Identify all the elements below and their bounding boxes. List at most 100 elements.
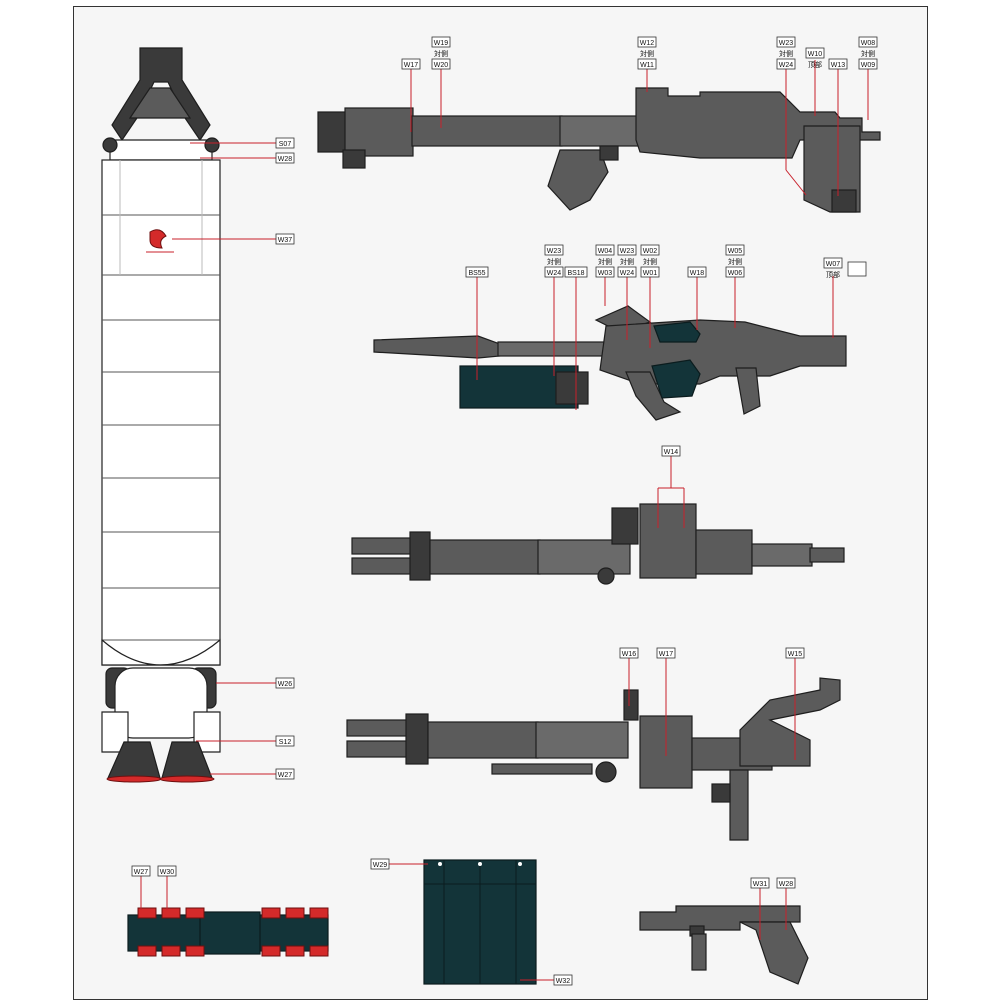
callout-w15: W15: [785, 647, 805, 659]
label-text: W15: [788, 651, 803, 658]
gun4-callouts: W16 W17 W15: [619, 647, 805, 659]
callout-w17: W17: [656, 647, 676, 659]
label-text: W30: [160, 869, 175, 876]
callout-w18: W18: [687, 266, 707, 278]
ammo-belt-leaders: [140, 876, 168, 910]
label-text: 対側: [640, 49, 654, 58]
callout-w23b: W23: [617, 244, 637, 256]
label-text: 対側: [598, 257, 612, 266]
callout-w13: W13: [828, 58, 848, 70]
callout-w09: W09: [858, 58, 878, 70]
callout-w16: W16: [619, 647, 639, 659]
bottom-callouts: W27 W30 W29 W32 W31 W28: [131, 858, 796, 986]
label-text: W16: [622, 651, 637, 658]
callout-w04: W04: [595, 244, 615, 256]
callout-bs18: BS18: [564, 266, 588, 278]
label-text: W04: [598, 248, 613, 255]
label-text: W02: [643, 248, 658, 255]
label-text: W31: [753, 881, 768, 888]
gun-rifle-2: [373, 305, 847, 421]
callout-w37: W37: [275, 233, 295, 245]
callout-w10: W10: [805, 47, 825, 59]
label-text: 顶部: [808, 60, 822, 69]
gun-gatling-2: [346, 677, 841, 841]
callout-w07: W07: [823, 257, 843, 269]
label-text: W19: [434, 40, 449, 47]
callout-w03: W03: [595, 266, 615, 278]
label-text: 対側: [728, 257, 742, 266]
label-text: W24: [620, 270, 635, 277]
label-text: W10: [808, 51, 823, 58]
gun-gatling-1: [351, 503, 845, 585]
label-text: W17: [404, 62, 419, 69]
smg-leaders: [759, 888, 787, 940]
callout-w27: W27: [275, 768, 295, 780]
label-text: W27: [278, 772, 293, 779]
label-text: W24: [547, 270, 562, 277]
label-text: W23: [620, 248, 635, 255]
ammo-belt-part: [127, 907, 329, 957]
label-text: W37: [278, 237, 293, 244]
callout-w05: W05: [725, 244, 745, 256]
label-text: 対側: [620, 257, 634, 266]
label-text: W17: [659, 651, 674, 658]
label-text: W05: [728, 248, 743, 255]
gun-rifle-1: [317, 87, 881, 213]
label-text: W08: [861, 40, 876, 47]
callout-w30: W30: [157, 865, 177, 877]
label-text: W12: [640, 40, 655, 47]
label-text: W14: [664, 449, 679, 456]
label-text: 対側: [434, 49, 448, 58]
label-text: W03: [598, 270, 613, 277]
label-text: BS55: [468, 270, 485, 277]
callout-w11: W11: [637, 58, 657, 70]
callout-w12: W12: [637, 36, 657, 48]
shield-panel-part: [423, 859, 537, 985]
label-text: W11: [640, 62, 654, 69]
label-text: W28: [278, 156, 293, 163]
label-text: W23: [547, 248, 562, 255]
rocket-callouts: S07 W28 W37 W26 S12 W27: [275, 137, 295, 780]
label-text: W32: [556, 978, 571, 985]
label-text: W18: [690, 270, 705, 277]
label-text: W01: [643, 270, 658, 277]
smg-part: [639, 905, 809, 985]
callout-w27: W27: [131, 865, 151, 877]
callout-w01: W01: [640, 266, 660, 278]
callout-w28: W28: [275, 152, 295, 164]
label-text: 顶部: [826, 270, 840, 279]
rocket-body: [101, 47, 221, 783]
callout-w31: W31: [750, 877, 770, 889]
callout-w26: W26: [275, 677, 295, 689]
callout-s07: S07: [275, 137, 295, 149]
callout-w32: W32: [553, 974, 573, 986]
callout-bs55: BS55: [465, 266, 489, 278]
gun1-callouts: W17 W19 対側 W20 W12 対側 W11 W23 対側 W24 W10…: [401, 36, 878, 70]
label-text: S12: [279, 739, 292, 746]
callout-s12: S12: [275, 735, 295, 747]
label-text: W06: [728, 270, 743, 277]
label-text: W28: [779, 881, 794, 888]
label-text: W23: [779, 40, 794, 47]
callout-w14: W14: [661, 445, 681, 457]
callout-w20: W20: [431, 58, 451, 70]
gun3-leaders: [657, 455, 685, 528]
shield-leaders: [389, 863, 554, 981]
label-text: W27: [134, 869, 149, 876]
label-text: W29: [373, 862, 388, 869]
callout-w19: W19: [431, 36, 451, 48]
label-text: 対側: [643, 257, 657, 266]
callout-w23: W23: [776, 36, 796, 48]
callout-w28: W28: [776, 877, 796, 889]
callout-w08: W08: [858, 36, 878, 48]
callout-w17: W17: [401, 58, 421, 70]
gun3-callouts: W14: [661, 445, 681, 457]
gun4-leaders: [628, 657, 796, 760]
label-text: 対側: [861, 49, 875, 58]
callout-w24b: W24: [617, 266, 637, 278]
callout-w23: W23: [544, 244, 564, 256]
callout-w24: W24: [544, 266, 564, 278]
label-text: W24: [779, 62, 794, 69]
gun1-leaders: [410, 60, 869, 196]
